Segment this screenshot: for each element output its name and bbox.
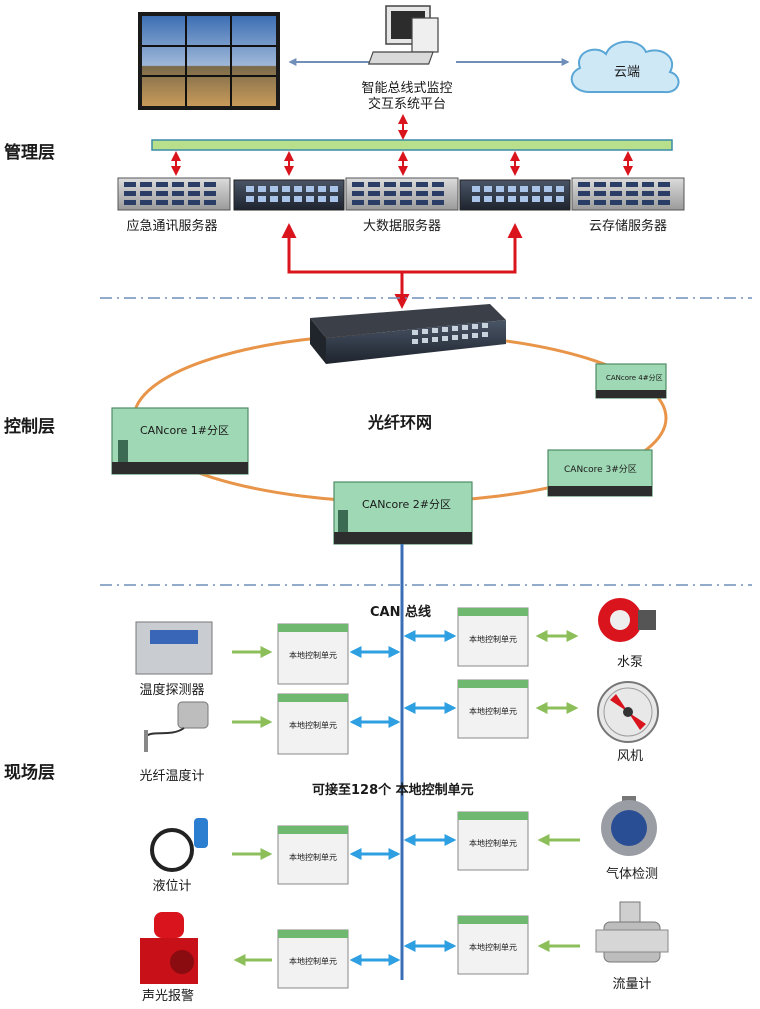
server-bigdata-label: 大数据服务器 [363,218,441,234]
server-bigdata-icon [345,177,459,211]
control-layer-label: 控制层 [4,416,55,437]
water-pump-icon [598,598,656,642]
local-control-unit-label: 本地控制单元 [469,838,517,848]
cloud-icon [570,40,680,94]
right-device-label-0: 水泵 [617,655,643,670]
local-control-unit: 本地控制单元 [277,693,349,755]
local-control-unit-label: 本地控制单元 [469,706,517,716]
local-control-unit: 本地控制单元 [457,811,529,871]
left-device-label-2: 液位计 [152,879,191,894]
server-cloud-storage-label: 云存储服务器 [589,218,667,234]
cancore-zone3-label: CANcore 3#分区 [564,464,637,475]
gas-detector-icon [601,796,657,856]
local-control-unit-label: 本地控制单元 [289,720,337,730]
switch-uplink-arrows [281,223,523,309]
local-control-unit: 本地控制单元 [457,607,529,667]
local-control-unit-label: 本地控制单元 [289,956,337,966]
field-layer-label: 现场层 [4,763,55,783]
fiber-thermometer-icon [144,701,209,752]
audible-visual-alarm-icon [140,912,198,984]
platform-label-line2: 交互系统平台 [368,96,446,112]
backbone-drops [171,151,633,176]
cancore-zone4-label: CANcore 4#分区 [606,373,663,382]
network-switch-icon [459,179,571,211]
cancore-zone1-label: CANcore 1#分区 [140,424,229,437]
local-control-unit-label: 本地控制单元 [469,634,517,644]
cloud-label: 云端 [614,65,640,80]
local-control-unit: 本地控制单元 [457,915,529,975]
can-bus-label: CAN 总线 [370,604,431,620]
local-control-unit-label: 本地控制单元 [469,942,517,952]
cancore-zone4-module: CANcore 4#分区 [595,363,667,399]
can-link-arrows [349,630,457,966]
local-control-unit: 本地控制单元 [457,679,529,739]
cancore-zone1-module: CANcore 1#分区 [111,407,249,475]
server-emergency-label: 应急通讯服务器 [126,218,217,234]
local-control-unit: 本地控制单元 [277,623,349,685]
capacity-note: 可接至128个 本地控制单元 [312,782,474,798]
local-control-unit: 本地控制单元 [277,929,349,989]
right-device-label-1: 风机 [617,749,643,764]
fiber-ring-label: 光纤环网 [367,413,432,432]
video-wall-icon [138,12,280,110]
core-switch-icon [310,304,506,364]
left-device-label-1: 光纤温度计 [139,768,204,784]
local-control-unit-label: 本地控制单元 [289,650,337,660]
network-switch-icon [233,179,345,211]
platform-label-line1: 智能总线式监控 [361,81,452,96]
cancore-zone3-module: CANcore 3#分区 [547,449,653,497]
device-link-arrows [232,630,580,966]
backbone-bar [151,139,673,151]
right-device-label-3: 流量计 [612,977,651,992]
management-layer-label: 管理层 [4,142,55,163]
cancore-zone2-module: CANcore 2#分区 [333,481,473,545]
server-cloud-storage-icon [571,177,685,211]
right-device-label-2: 气体检测 [606,866,658,882]
left-device-label-3: 声光报警 [142,988,194,1004]
level-gauge-icon [150,818,208,872]
local-control-unit: 本地控制单元 [277,825,349,885]
left-device-label-0: 温度探测器 [139,682,204,698]
server-emergency-icon [117,177,231,211]
temperature-detector-icon [135,621,213,675]
computer-icon [367,5,439,65]
cancore-zone2-label: CANcore 2#分区 [362,498,451,511]
fan-icon [597,681,659,743]
flow-meter-icon [595,901,669,963]
local-control-unit-label: 本地控制单元 [289,852,337,862]
